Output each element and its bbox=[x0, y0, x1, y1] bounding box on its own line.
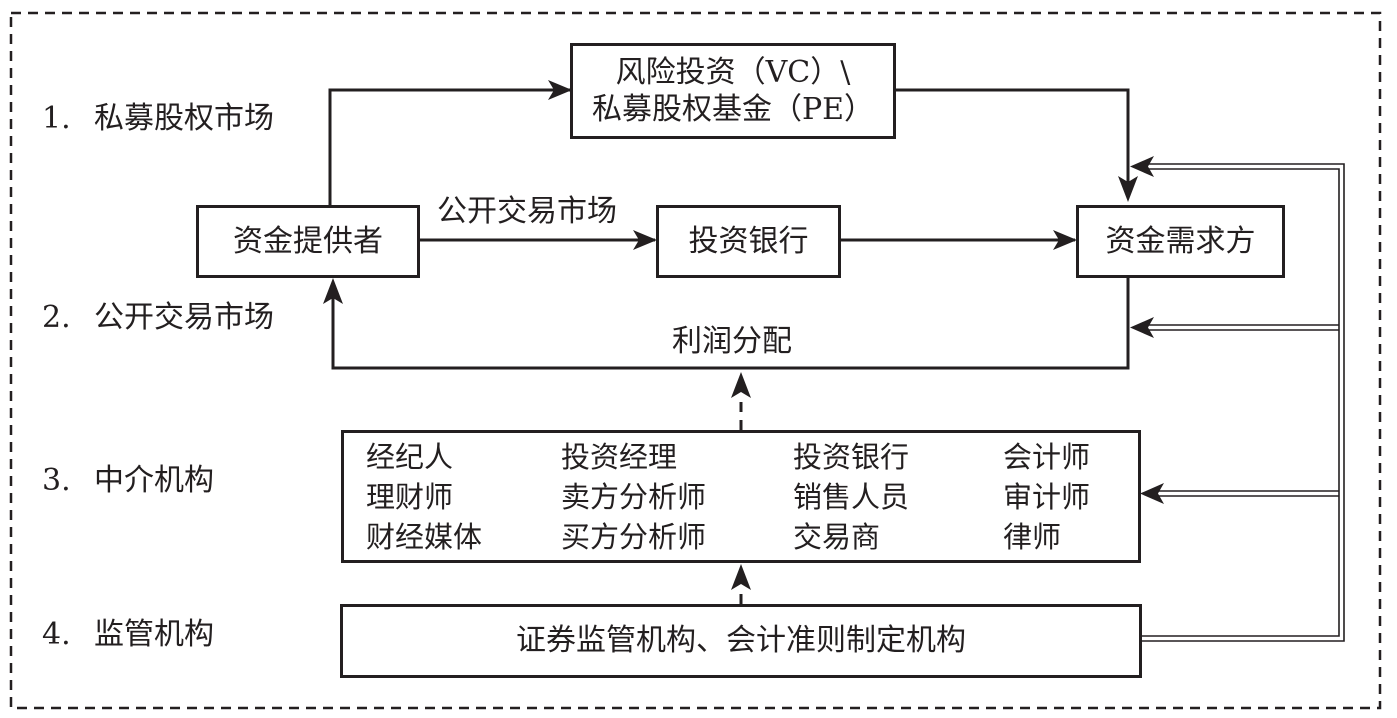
intermediary-item: 律师 bbox=[1003, 520, 1062, 554]
intermediary-item: 卖方分析师 bbox=[561, 480, 707, 514]
edge-provider-to-vcpe bbox=[328, 88, 570, 205]
arrowhead-icon bbox=[1130, 156, 1154, 177]
edge-label-public-market: 公开交易市场 bbox=[437, 194, 617, 229]
row-label-regulators: 4.监管机构 bbox=[42, 617, 214, 652]
arrowhead-icon bbox=[1118, 176, 1138, 202]
node-fund-demander: 资金需求方 bbox=[1076, 205, 1285, 278]
arrowhead-icon bbox=[323, 278, 343, 304]
arrowhead-icon bbox=[548, 80, 572, 100]
row-label-private-equity: 1.私募股权市场 bbox=[42, 101, 274, 136]
intermediary-item: 会计师 bbox=[1003, 440, 1091, 474]
edge-label-profit-distribution: 利润分配 bbox=[672, 324, 792, 359]
outer-dashed-frame bbox=[9, 11, 1382, 710]
node-fund-provider: 资金提供者 bbox=[196, 205, 420, 278]
node-regulators: 证券监管机构、会计准则制定机构 bbox=[340, 604, 1142, 678]
intermediary-item: 交易商 bbox=[793, 520, 881, 554]
arrowhead-icon bbox=[731, 564, 751, 590]
intermediary-item: 理财师 bbox=[366, 480, 454, 514]
intermediary-item: 投资银行 bbox=[793, 440, 910, 474]
row-label-public-market: 2.公开交易市场 bbox=[42, 300, 274, 335]
edge-vcpe-to-demander bbox=[893, 88, 1130, 196]
intermediary-item: 财经媒体 bbox=[366, 520, 483, 554]
intermediary-item: 经纪人 bbox=[366, 440, 454, 474]
intermediary-item: 审计师 bbox=[1003, 480, 1091, 514]
arrowhead-icon bbox=[1130, 317, 1154, 338]
arrowhead-icon bbox=[1053, 230, 1077, 250]
arrowhead-icon bbox=[1140, 483, 1164, 504]
double-line-regulator-feedback bbox=[1140, 163, 1345, 642]
node-investment-bank: 投资银行 bbox=[656, 205, 841, 278]
row-label-intermediaries: 3.中介机构 bbox=[42, 463, 214, 498]
node-vc-pe: 风险投资（VC）\ 私募股权基金（PE） bbox=[570, 43, 896, 139]
intermediary-item: 投资经理 bbox=[561, 440, 678, 474]
intermediary-item: 买方分析师 bbox=[561, 520, 707, 554]
intermediary-item: 销售人员 bbox=[793, 480, 910, 514]
arrowhead-icon bbox=[633, 230, 657, 250]
arrowhead-icon bbox=[731, 372, 751, 398]
intermediaries-grid: 经纪人 投资经理 投资银行 会计师 理财师 卖方分析师 销售人员 审计师 财经媒… bbox=[366, 437, 1126, 557]
node-intermediaries: 经纪人 投资经理 投资银行 会计师 理财师 卖方分析师 销售人员 审计师 财经媒… bbox=[341, 430, 1141, 563]
edge-profit-distribution bbox=[331, 277, 1130, 370]
